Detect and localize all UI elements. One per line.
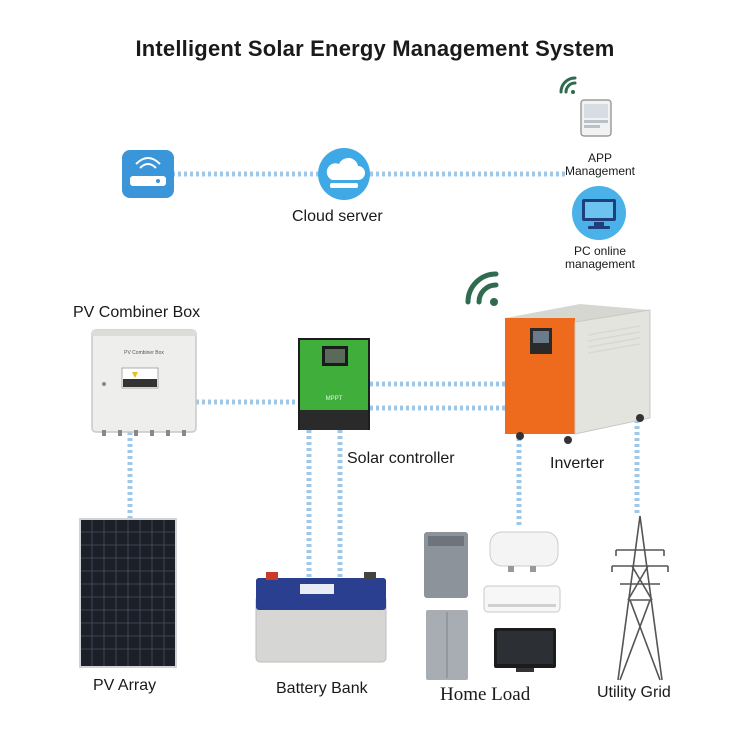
pv-array-panel	[79, 518, 177, 668]
washing-machine	[424, 532, 468, 598]
app-label-line1: APP	[587, 151, 612, 165]
pc-management-label: PC online management	[552, 245, 648, 271]
cloud-icon	[318, 148, 370, 200]
combiner-plate-text: PV Combiner Box	[124, 350, 164, 356]
connection-links	[127, 171, 640, 582]
pv-combiner-box-label: PV Combiner Box	[73, 304, 201, 321]
router-icon	[122, 150, 174, 198]
monitor-icon	[572, 186, 626, 240]
wifi-icon	[559, 76, 577, 94]
inverter-device	[505, 304, 651, 444]
pc-label-line2: management	[564, 257, 636, 271]
battery-bank-label: Battery Bank	[276, 680, 368, 697]
pc-label-line1: PC online	[573, 244, 627, 258]
controller-brand-text: MPPT	[325, 396, 343, 402]
battery-bank-device	[255, 572, 387, 663]
air-conditioner	[483, 585, 561, 613]
home-load-label: Home Load	[440, 684, 531, 705]
home-load-appliances	[424, 531, 561, 680]
app-label-line2: Management	[564, 164, 636, 178]
water-heater	[489, 531, 559, 567]
solar-controller-device	[298, 338, 370, 430]
cloud-server-label: Cloud server	[292, 208, 383, 225]
utility-grid-label: Utility Grid	[597, 684, 671, 701]
tablet-icon	[580, 99, 612, 137]
app-management-label: APP Management	[552, 152, 648, 178]
utility-grid-tower	[611, 515, 669, 681]
page-title: Intelligent Solar Energy Management Syst…	[135, 36, 615, 61]
solar-controller-label: Solar controller	[347, 450, 455, 467]
pv-combiner-box-device	[91, 329, 197, 436]
inverter-label: Inverter	[550, 455, 605, 472]
inverter-wifi-icon	[465, 271, 499, 306]
pv-array-label: PV Array	[93, 677, 157, 694]
